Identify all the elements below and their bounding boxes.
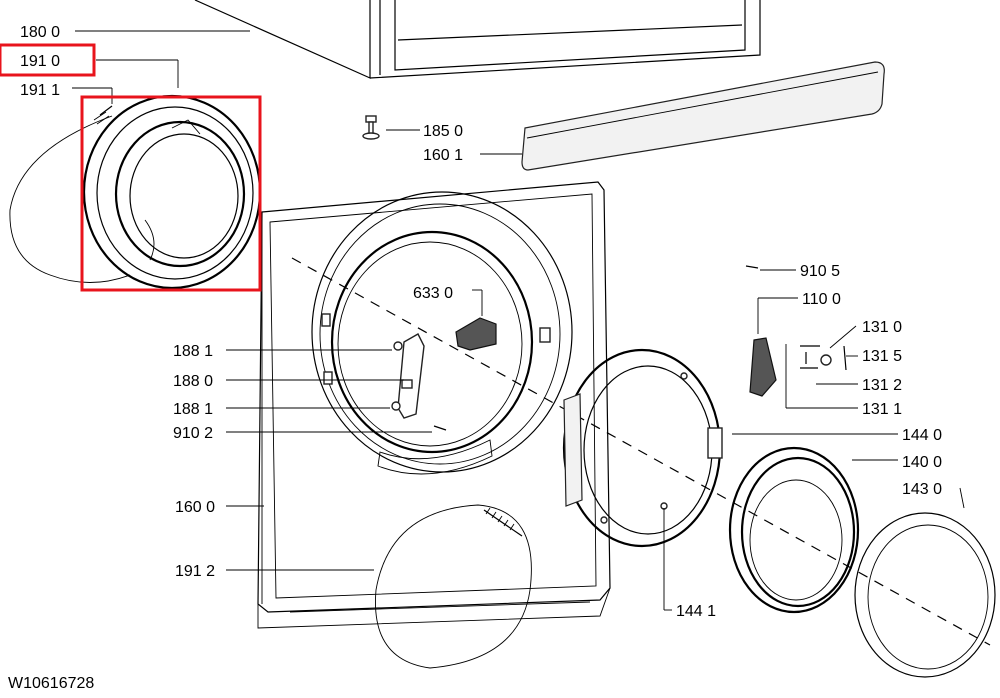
label-144-1: 144 1 (676, 603, 716, 620)
label-131-1: 131 1 (862, 401, 902, 418)
highlight-box-label (0, 43, 96, 77)
leader-lines (72, 30, 965, 611)
label-110-0: 110 0 (802, 291, 841, 308)
label-160-1: 160 1 (423, 147, 463, 164)
door-glass-part (728, 446, 860, 614)
label-188-1-top: 188 1 (173, 343, 213, 360)
label-131-0: 131 0 (862, 319, 902, 336)
label-131-2: 131 2 (862, 377, 902, 394)
door-handle-part (745, 265, 847, 397)
front-panel-part (257, 181, 991, 646)
boot-clamp-part (375, 504, 532, 669)
cabinet-top-part (194, 0, 761, 79)
label-160-0: 160 0 (175, 499, 215, 516)
door-boot-part (9, 94, 262, 290)
toe-panel-part (521, 61, 885, 171)
label-180-0: 180 0 (20, 24, 60, 41)
label-131-5: 131 5 (862, 348, 902, 365)
door-trim-ring-part (854, 512, 996, 678)
label-191-1: 191 1 (20, 82, 60, 99)
label-144-0: 144 0 (902, 427, 942, 444)
label-191-2: 191 2 (175, 563, 215, 580)
label-188-0: 188 0 (173, 373, 213, 390)
label-633-0: 633 0 (413, 285, 453, 302)
leveling-foot-part (362, 115, 380, 140)
label-185-0: 185 0 (423, 123, 463, 140)
label-191-0: 191 0 (20, 53, 60, 70)
document-number: W10616728 (8, 675, 94, 692)
label-143-0: 143 0 (902, 481, 942, 498)
outer-door-ring-part (562, 348, 723, 548)
label-910-2: 910 2 (173, 425, 213, 442)
label-188-1-bottom: 188 1 (173, 401, 213, 418)
label-140-0: 140 0 (902, 454, 942, 471)
label-910-5: 910 5 (800, 263, 840, 280)
highlight-box-part (80, 95, 262, 292)
